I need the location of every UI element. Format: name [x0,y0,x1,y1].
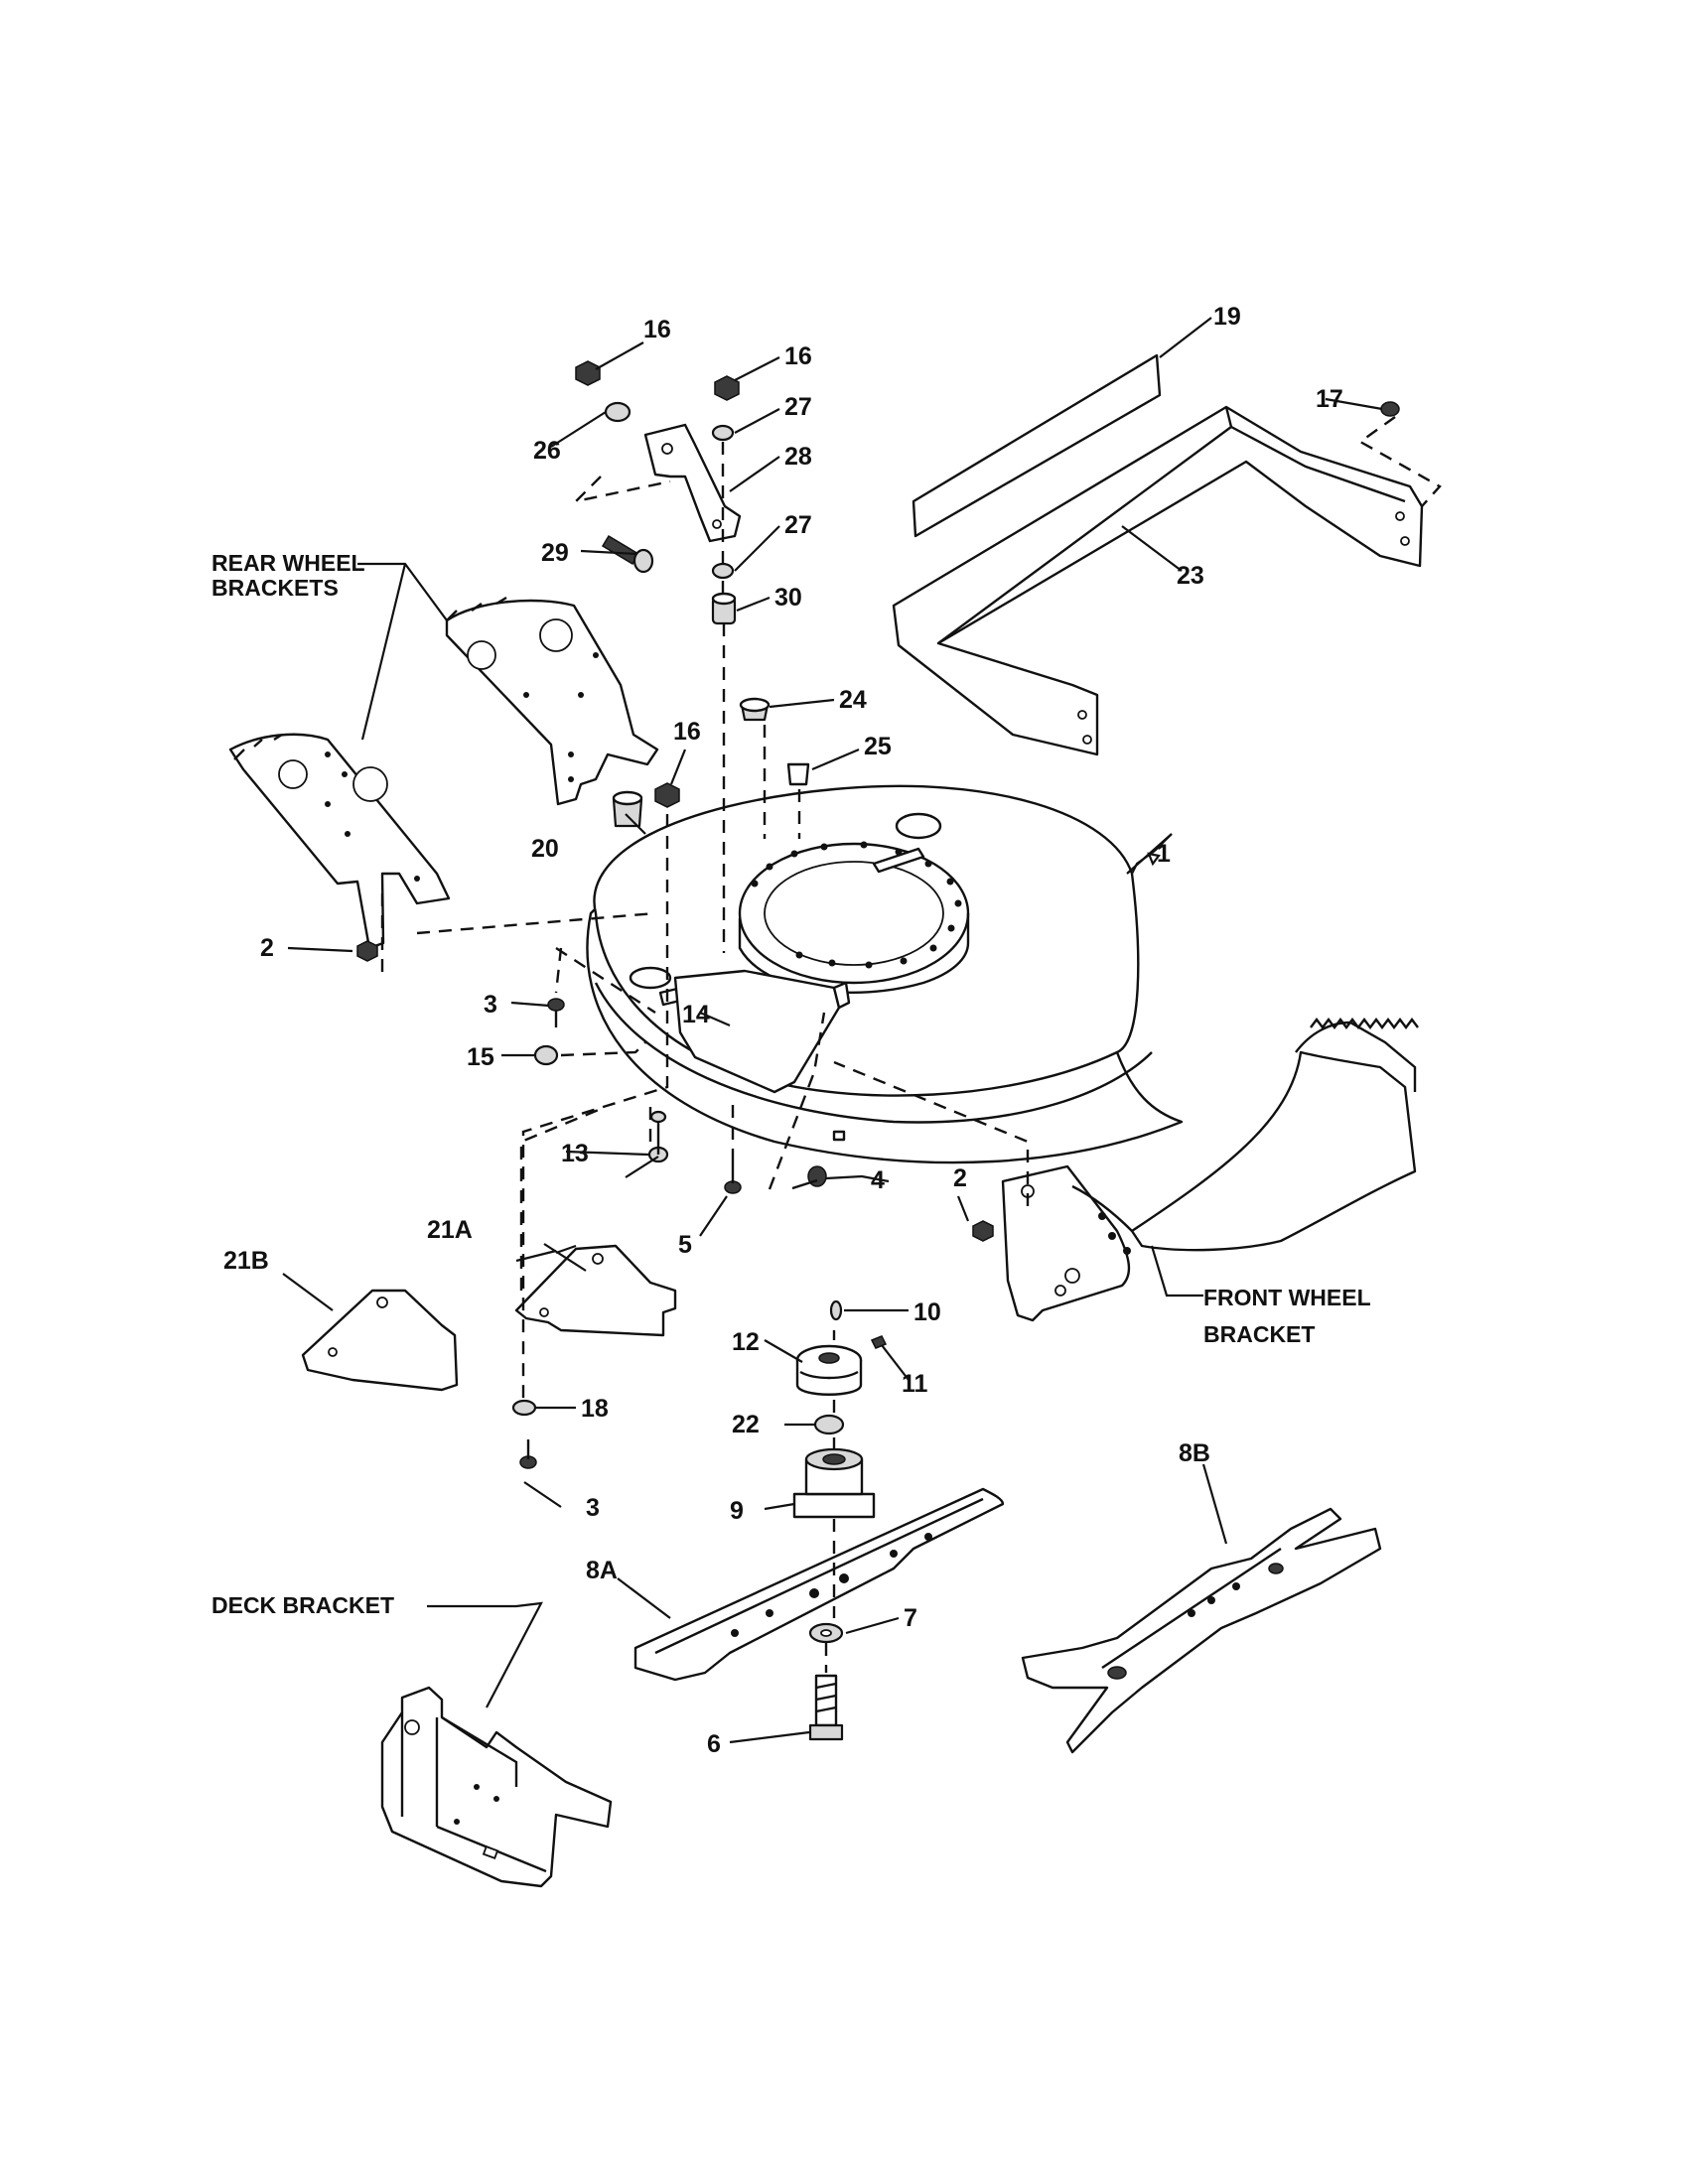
callout-28: 28 [784,443,812,471]
bracket-21a [514,1244,677,1337]
bracket-21b [301,1289,459,1392]
callout-19: 19 [1213,303,1241,331]
callout-18: 18 [581,1395,609,1423]
callout-17: 17 [1316,385,1343,413]
callout-15: 15 [467,1043,494,1071]
chute-part-23 [892,405,1424,756]
callout-27-upper: 27 [784,393,812,421]
callout-22: 22 [732,1411,760,1438]
strip-part-19 [912,353,1162,538]
blade-8b [1021,1507,1382,1754]
assembly-dashed-lines [380,416,1442,1673]
callout-12: 12 [732,1328,760,1356]
callout-23: 23 [1177,562,1204,590]
blade-8a [633,1487,1005,1682]
callout-3-lower: 3 [586,1494,600,1522]
callout-2-left: 2 [260,934,274,962]
callout-8a: 8A [586,1557,618,1584]
callout-1: 1 [1157,840,1171,868]
hardware-small-parts [356,360,1400,1741]
callout-26: 26 [533,437,561,465]
rear-wheel-label-line1: REAR WHEEL [211,550,365,576]
callout-24: 24 [839,686,867,714]
callout-2-right: 2 [953,1164,967,1192]
callout-29: 29 [541,539,569,567]
deck-bracket-label: DECK BRACKET [211,1592,394,1618]
callout-25: 25 [864,733,892,760]
front-wheel-label-line2: BRACKET [1203,1321,1315,1347]
callout-numbers: 1 2 2 3 3 4 5 6 7 8A 8B 9 10 11 12 13 14… [223,303,1343,1758]
callout-16-top-right: 16 [784,342,812,370]
callout-5: 5 [678,1231,692,1259]
front-wheel-bracket [1001,1018,1419,1322]
rear-wheel-label-line2: BRACKETS [211,575,339,601]
callout-10: 10 [913,1298,941,1326]
callout-13: 13 [561,1140,589,1167]
callout-14: 14 [682,1001,710,1028]
callout-8b: 8B [1179,1439,1210,1467]
leader-lines [282,317,1383,1744]
rear-wheel-bracket-right [445,596,659,806]
callout-3-upper: 3 [484,991,497,1019]
callout-7: 7 [904,1604,917,1632]
rear-wheel-bracket-left [228,733,451,950]
callout-6: 6 [707,1730,721,1758]
deck-bracket [380,1686,613,1888]
callout-11: 11 [902,1370,928,1398]
front-wheel-label-line1: FRONT WHEEL [1203,1285,1371,1310]
callout-16-top-left: 16 [643,316,671,343]
callout-21b: 21B [223,1247,269,1275]
callout-30: 30 [774,584,802,612]
callout-9: 9 [730,1497,744,1525]
callout-4: 4 [871,1166,885,1194]
callout-27-lower: 27 [784,511,812,539]
callout-16-mid: 16 [673,718,701,746]
callout-21a: 21A [427,1216,473,1244]
callout-20: 20 [531,835,559,863]
blade-support-plate [673,969,851,1094]
deck-housing [586,784,1184,1164]
group-labels: REAR WHEEL BRACKETS FRONT WHEEL BRACKET … [211,550,1371,1618]
